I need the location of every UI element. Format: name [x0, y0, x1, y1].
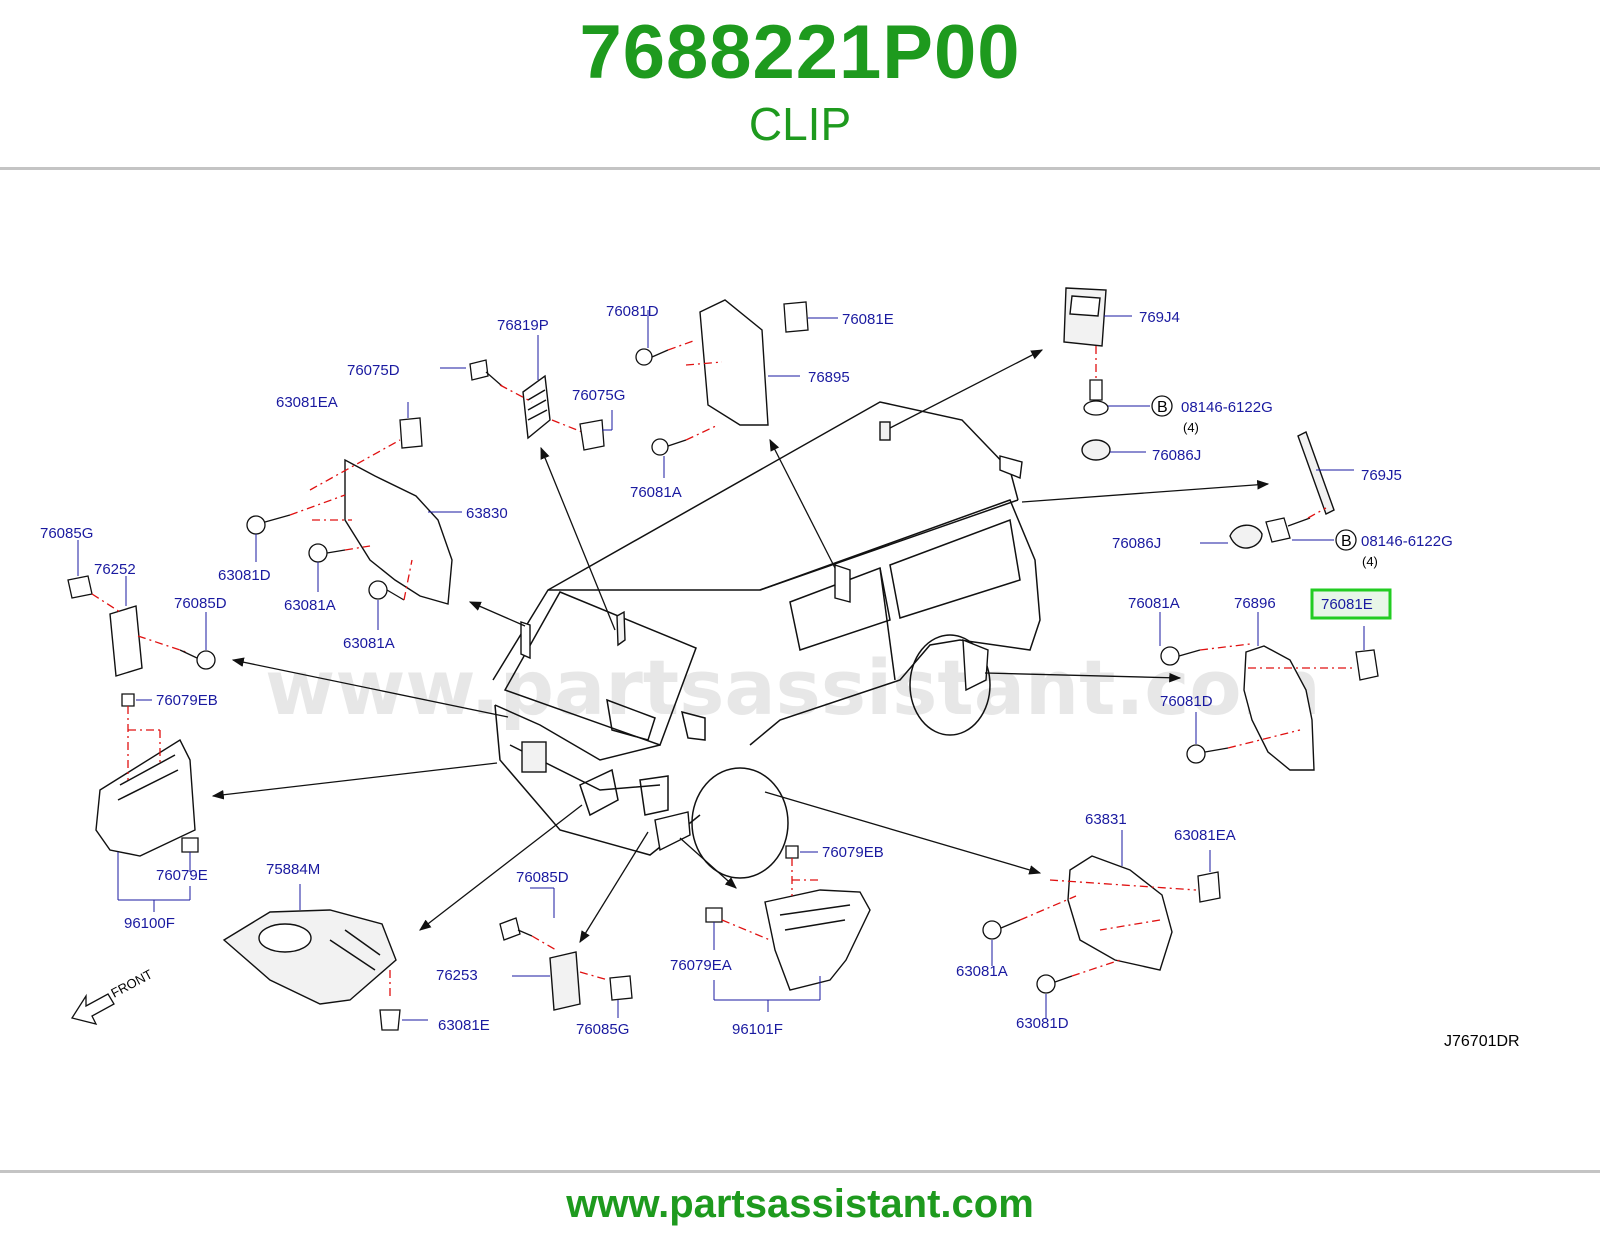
label-96100F[interactable]: 96100F [124, 915, 175, 932]
label-76079EB-mid[interactable]: 76079EB [822, 844, 884, 861]
label-63081A-mid[interactable]: 63081A [343, 635, 395, 652]
bolt-marker-b: B [1341, 533, 1352, 550]
group-76819P [440, 335, 613, 451]
label-76081A-right[interactable]: 76081A [1128, 595, 1180, 612]
group-769J5: B [1200, 431, 1357, 551]
label-76086J-a[interactable]: 76086J [1152, 447, 1201, 464]
group-96101F [705, 845, 871, 1012]
label-769J5[interactable]: 769J5 [1361, 467, 1402, 484]
part-number-title: 7688221P00 [579, 10, 1021, 95]
group-75884M: FRONT [70, 884, 428, 1031]
label-76079E[interactable]: 76079E [156, 867, 208, 884]
label-76896[interactable]: 76896 [1234, 595, 1276, 612]
group-96100F [95, 693, 199, 912]
part-name-subtitle: CLIP [748, 98, 852, 150]
label-08146-6122G-b[interactable]: 08146-6122G [1361, 533, 1453, 550]
footer-divider [0, 1170, 1600, 1173]
label-769J4[interactable]: 769J4 [1139, 309, 1180, 326]
label-63081D-left[interactable]: 63081D [218, 567, 271, 584]
label-75884M[interactable]: 75884M [266, 861, 320, 878]
label-63831[interactable]: 63831 [1085, 811, 1127, 828]
label-76079EA[interactable]: 76079EA [670, 957, 732, 974]
label-63081A-right[interactable]: 63081A [956, 963, 1008, 980]
group-76253 [499, 887, 633, 1018]
label-76252[interactable]: 76252 [94, 561, 136, 578]
label-76081E-highlighted[interactable]: 76081E [1321, 596, 1373, 613]
group-76252 [67, 540, 216, 677]
label-76079EB-left[interactable]: 76079EB [156, 692, 218, 709]
label-76253[interactable]: 76253 [436, 967, 478, 984]
label-63081D-right[interactable]: 63081D [1016, 1015, 1069, 1032]
diagram-code: J76701DR [1444, 1033, 1520, 1050]
label-63830[interactable]: 63830 [466, 505, 508, 522]
label-76819P[interactable]: 76819P [497, 317, 549, 334]
van-illustration [492, 401, 1041, 879]
footer-website-link[interactable]: www.partsassistant.com [566, 1182, 1034, 1226]
label-76085D-mid[interactable]: 76085D [516, 869, 569, 886]
label-76085G-left[interactable]: 76085G [40, 525, 93, 542]
pointer-arrows [211, 349, 1270, 944]
group-76896 [1159, 612, 1379, 771]
group-76895 [635, 299, 838, 478]
label-76085D-left[interactable]: 76085D [174, 595, 227, 612]
label-63081EA-top[interactable]: 63081EA [276, 394, 338, 411]
highlight-box [1310, 588, 1392, 620]
bolt-marker-a: B [1157, 399, 1168, 416]
label-08146-6122G-a[interactable]: 08146-6122G [1181, 399, 1273, 416]
label-76085G-mid[interactable]: 76085G [576, 1021, 629, 1038]
label-63081EA-right[interactable]: 63081EA [1174, 827, 1236, 844]
label-76081A-top[interactable]: 76081A [630, 484, 682, 501]
label-76075G[interactable]: 76075G [572, 387, 625, 404]
label-76081D-top[interactable]: 76081D [606, 303, 659, 320]
part-labels: 76819P 76081D 76081E 769J4 76075D 76075G… [40, 303, 1520, 1050]
label-76895[interactable]: 76895 [808, 369, 850, 386]
label-96101F[interactable]: 96101F [732, 1021, 783, 1038]
label-76075D[interactable]: 76075D [347, 362, 400, 379]
page-header: 7688221P00 CLIP [0, 0, 1600, 168]
label-76086J-b[interactable]: 76086J [1112, 535, 1161, 552]
header-divider [0, 167, 1600, 170]
label-63081A-left[interactable]: 63081A [284, 597, 336, 614]
watermark: www.partsassistant.com [265, 643, 1321, 732]
label-76081D-right[interactable]: 76081D [1160, 693, 1213, 710]
label-63081E[interactable]: 63081E [438, 1017, 490, 1034]
label-76081E-top[interactable]: 76081E [842, 311, 894, 328]
group-769J4: B [1063, 287, 1173, 461]
parts-diagram: www.partsassistant.com [40, 287, 1520, 1050]
label-qty-b: (4) [1362, 554, 1378, 569]
label-qty-a: (4) [1183, 420, 1199, 435]
front-direction-label: FRONT [108, 966, 155, 1000]
group-63831 [982, 830, 1221, 1018]
group-63830 [246, 402, 462, 630]
